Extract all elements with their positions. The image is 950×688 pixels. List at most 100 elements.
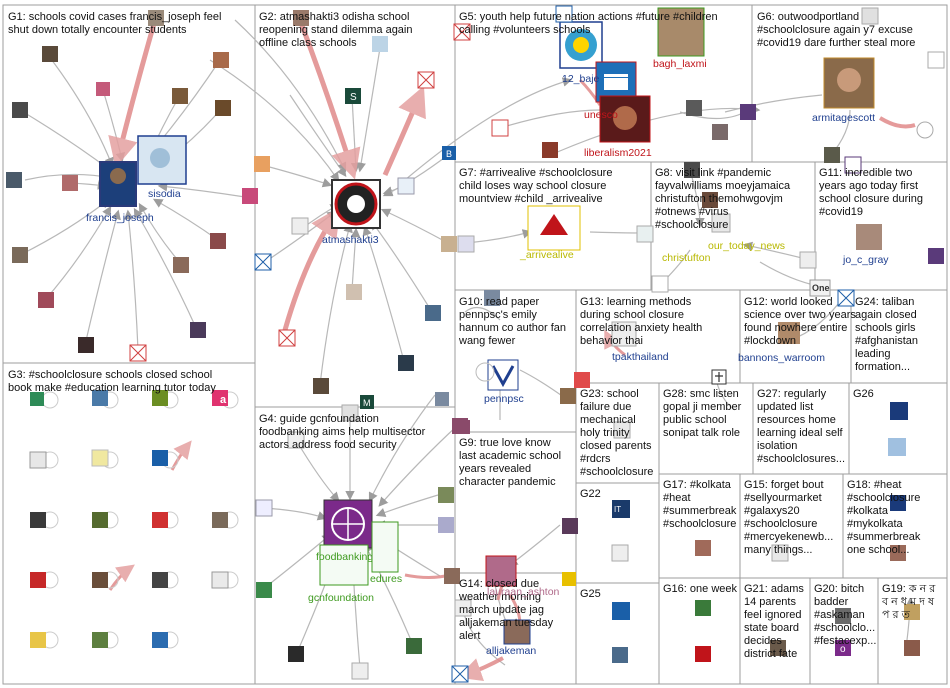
group-label-line: #mykolkata [847, 518, 904, 530]
group-label-line: sonipat talk role [663, 427, 740, 439]
group-label-line: district fate [744, 648, 797, 660]
group-label-line: foodbanking aims help multisector [259, 426, 426, 438]
node-thumb [152, 450, 168, 466]
group-label-line: actors address food security [259, 439, 397, 451]
group-label-line: G2: atmashakti3 odisha school [259, 11, 409, 23]
node-thumb [172, 88, 188, 104]
node-thumb [454, 599, 472, 617]
group-label-line: #heat [663, 492, 691, 504]
node-thumb [293, 10, 309, 26]
group-label-line: march update jag [459, 604, 544, 616]
it-badge-text: IT [614, 505, 621, 514]
group-label-line: pennpsc's emily [459, 309, 537, 321]
group-label-g18: G18: #heat#schoolclosure#kolkata#mykolka… [847, 479, 921, 556]
bagh-laxmi-avatar [657, 7, 705, 57]
node-thumb [542, 142, 558, 158]
node-thumb [288, 646, 304, 662]
node-thumb [612, 647, 628, 663]
node-thumb [372, 36, 388, 52]
label-francis-joseph: francis_joseph [86, 212, 154, 224]
node-thumb [148, 10, 164, 26]
label-unesco: unesco [584, 109, 618, 121]
group-label-g26: G26 [853, 388, 874, 400]
s-badge-text: S [350, 92, 357, 103]
group-label-line: gopal ji member [663, 401, 742, 413]
group-label-line: formation... [855, 361, 910, 373]
label-christufton: christufton [662, 252, 711, 264]
node-thumb [686, 100, 702, 116]
group-label-line: leading [855, 348, 890, 360]
group-label-line: G1: schools covid cases francis_joseph f… [8, 11, 221, 23]
node-thumb [799, 251, 817, 269]
group-label-g5: G5: youth help future nation actions #fu… [459, 11, 718, 36]
group-label-line: G18: #heat [847, 479, 901, 491]
node-thumb [92, 572, 108, 588]
group-label-line: christufton themohwgovjm [655, 193, 783, 205]
node-thumb [406, 638, 422, 654]
node-thumb [92, 390, 108, 406]
group-label-line: #schoolclo... [814, 622, 875, 634]
node-thumb [927, 51, 945, 69]
group-label-line: G17: #kolkata [663, 479, 732, 491]
node-thumb [313, 378, 329, 394]
group-label-line: #askaman [814, 609, 865, 621]
group-label-line: many things... [744, 544, 812, 556]
node-thumb [341, 404, 359, 422]
group-label-line: #schoolclosures... [757, 453, 845, 465]
a-badge-text: a [220, 394, 227, 406]
one-badge-text: One [812, 283, 830, 293]
group-label-line: #afghanistan [855, 335, 918, 347]
node-labels: francis_joseph sisodia atmashakti3 foodb… [86, 58, 889, 657]
group-label-line: G25 [580, 588, 601, 600]
group-label-line: found nowhere entire [744, 322, 847, 334]
jo-c-gray-avatar [856, 224, 882, 250]
label-alljakeman: alljakeman [486, 645, 536, 657]
node-thumb [211, 571, 229, 589]
label-bagh-laxmi: bagh_laxmi [653, 58, 707, 70]
node-thumb [861, 7, 879, 25]
node-thumb [611, 321, 637, 347]
node-thumb [12, 102, 28, 118]
node-thumb [702, 192, 718, 208]
node-thumb [844, 156, 862, 174]
node-thumb [92, 632, 108, 648]
group-label-g1: G1: schools covid cases francis_joseph f… [8, 11, 221, 36]
gcnfoundation-logo [319, 544, 369, 586]
group-label-line: science over two years [744, 309, 856, 321]
node-thumb [560, 388, 576, 404]
group-label-g22: G22 [580, 488, 601, 500]
node-thumb [213, 52, 229, 68]
node-thumb [890, 402, 908, 420]
group-label-line: G16: one week [663, 583, 737, 595]
node-thumb [397, 177, 415, 195]
group-label-line: #mercyekenewb... [744, 531, 833, 543]
node-thumb [778, 322, 800, 344]
node-thumb [636, 225, 654, 243]
node-thumb [42, 46, 58, 62]
node-thumb [435, 392, 449, 406]
group-label-line: hannum co author fan [459, 322, 566, 334]
node-thumb [152, 572, 168, 588]
group-label-g17: G17: #kolkata#heat#summerbreak#schoolclo… [663, 479, 737, 530]
node-thumb [824, 147, 840, 163]
node-thumb [62, 175, 78, 191]
group-label-line: G3: #schoolclosure schools closed school [8, 369, 212, 381]
node-thumb [441, 236, 457, 252]
node-thumb [888, 438, 906, 456]
node-thumb [457, 235, 475, 253]
node-thumb [30, 512, 46, 528]
group-label-line: book make #education learning tutor toda… [8, 382, 216, 394]
group-label-line: school closure during [819, 193, 923, 205]
node-thumb [212, 390, 228, 406]
group-box-g19 [877, 577, 948, 685]
node-thumb [152, 632, 168, 648]
group-label-line: G14: closed due [459, 578, 539, 590]
label-liberalism2021: liberalism2021 [584, 147, 652, 159]
node-thumb [346, 284, 362, 300]
edges-red [108, 19, 916, 682]
